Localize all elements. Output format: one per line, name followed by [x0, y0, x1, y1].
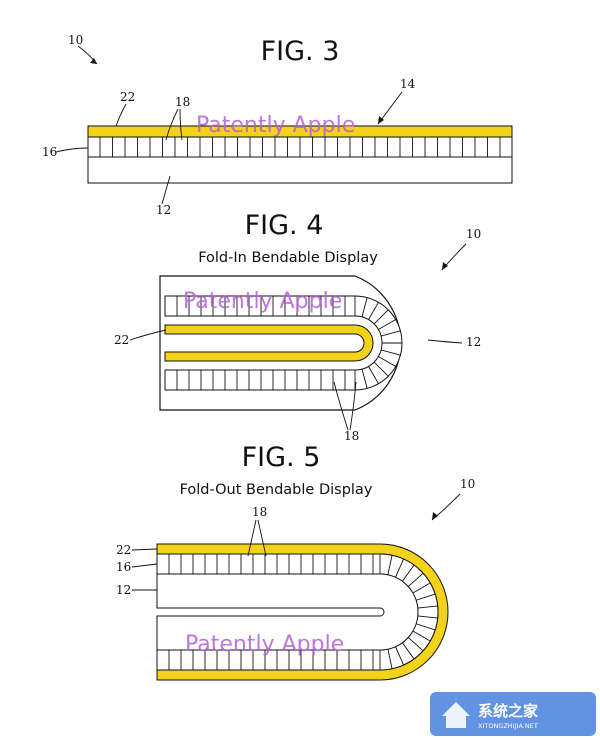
- fig4-leader-pixel-2: [349, 381, 357, 431]
- fig3-pixel-cells: [99, 137, 501, 157]
- fig5-pixel-divider-arc: [416, 623, 436, 631]
- fig3-ref-layer: 16: [42, 145, 57, 159]
- fig5-ref-pixels: 18: [252, 505, 267, 519]
- fig4-ref-device: 10: [466, 227, 481, 241]
- fig3-ref-substrate: 12: [156, 203, 171, 217]
- fig4-pixel-divider-arc: [361, 297, 368, 318]
- fig4: FIG. 4 Fold-In Bendable Display 10 22 12…: [114, 210, 481, 443]
- fig5-pixel-divider-arc: [417, 605, 438, 609]
- fig5-substrate: [156, 573, 419, 651]
- fig4-watermark-top: Patently Apple: [183, 289, 342, 314]
- fig3-ref-display: 14: [400, 77, 416, 91]
- fig5-pixel-divider-arc: [401, 642, 415, 660]
- fig4-cover-layer: [164, 324, 374, 362]
- fig4-pixel-divider-arc: [373, 309, 389, 325]
- fig5-leader-pixel-1: [247, 519, 257, 557]
- fig4-arrowhead-device: [442, 262, 448, 270]
- fig4-leader-pixel-1: [333, 381, 349, 431]
- fig5-leader-pixel-2: [257, 519, 267, 557]
- fig3-leader-layer: [55, 147, 89, 153]
- corner-logo-bg: [430, 692, 596, 736]
- fig3-title: FIG. 3: [261, 36, 340, 67]
- fig5-ref-device: 10: [460, 477, 475, 491]
- fig4-pixel-cells: [176, 296, 402, 390]
- fig4-subtitle: Fold-In Bendable Display: [198, 250, 378, 266]
- fig4-pixel-divider-arc: [368, 366, 379, 384]
- fig3-ref-pixels: 18: [175, 95, 190, 109]
- fig5-pixel-divider-arc: [387, 555, 393, 575]
- fig5-ref-layer: 16: [116, 560, 131, 574]
- fig4-pixel-divider-arc: [373, 361, 389, 377]
- fig5-pixel-divider-arc: [387, 649, 393, 669]
- fig4-ref-substrate: 12: [466, 335, 481, 349]
- fig5-leader-cover: [131, 548, 158, 551]
- fig5-pixel-divider-arc: [417, 615, 438, 619]
- fig5-arrowhead-device: [432, 512, 438, 520]
- fig3-arrowhead-device: [90, 58, 97, 64]
- fig5-pixel-divider-arc: [407, 637, 424, 652]
- fig4-pixel-divider-arc: [368, 302, 379, 320]
- fig5: FIG. 5 Fold-Out Bendable Display 10 18 2…: [116, 442, 475, 681]
- fig5-leader-layer: [131, 563, 158, 568]
- fig4-pixel-divider-arc: [378, 356, 396, 367]
- fig4-leader-substrate: [427, 339, 463, 344]
- corner-logo-url: XITONGZHIJIA.NET: [478, 722, 538, 730]
- fig4-pixel-divider-arc: [380, 330, 401, 337]
- fig5-pixel-divider-arc: [407, 572, 424, 587]
- fig3-arrowhead-display: [378, 116, 384, 124]
- fig5-title: FIG. 5: [242, 442, 321, 473]
- fig5-ref-cover: 22: [116, 543, 131, 557]
- fig4-pixel-divider-arc: [380, 349, 401, 356]
- fig3-leader-cover: [115, 103, 127, 127]
- fig5-pixel-divider-arc: [401, 564, 415, 582]
- corner-logo-text: 系统之家: [478, 702, 538, 720]
- fig5-pixel-divider-arc: [395, 646, 405, 666]
- fig5-pixel-divider-arc: [412, 630, 431, 642]
- fig5-watermark: Patently Apple: [185, 632, 344, 657]
- fig3-ref-device: 10: [68, 33, 83, 47]
- corner-logo: 系统之家 XITONGZHIJIA.NET: [430, 692, 596, 736]
- fig3: FIG. 3 10 22 18 16 12 14 Patently Apple: [42, 33, 513, 217]
- fig4-pixel-divider-arc: [378, 319, 396, 330]
- fig4-leader-cover: [129, 329, 167, 341]
- fig4-ref-pixels: 18: [344, 429, 359, 443]
- fig5-pixel-divider-arc: [416, 593, 436, 601]
- fig4-ref-cover: 22: [114, 333, 129, 347]
- fig4-title: FIG. 4: [245, 210, 324, 241]
- fig3-leader-pixel-2: [179, 108, 183, 141]
- fig5-pixel-divider-arc: [395, 558, 405, 578]
- fig5-pixel-divider-arc: [412, 582, 431, 594]
- fig3-leader-substrate: [161, 175, 171, 205]
- fig5-pixel-cells: [168, 554, 438, 670]
- fig3-watermark: Patently Apple: [196, 113, 355, 138]
- fig5-subtitle: Fold-Out Bendable Display: [180, 482, 373, 498]
- house-icon: [442, 702, 470, 728]
- fig5-ref-substrate: 12: [116, 583, 131, 597]
- fig3-leader-pixel-1: [165, 108, 179, 141]
- fig3-substrate: [87, 156, 513, 184]
- fig3-ref-cover: 22: [120, 90, 135, 104]
- fig4-pixel-divider-arc: [361, 368, 368, 389]
